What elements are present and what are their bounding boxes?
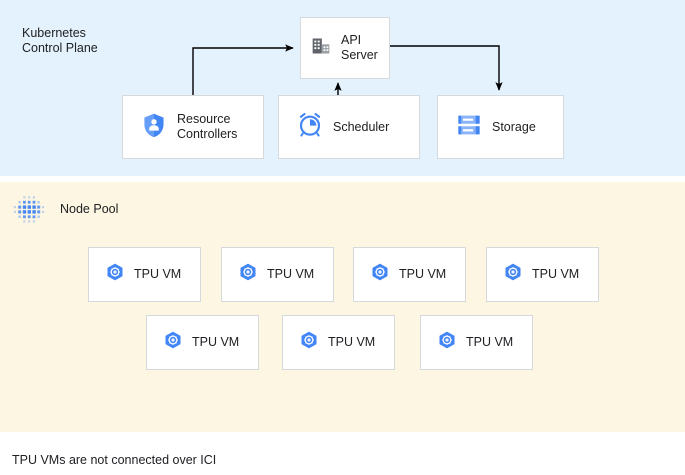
node-pool-panel bbox=[0, 182, 685, 432]
api-server-label: API Server bbox=[341, 33, 378, 62]
tpu-vm-label: TPU VM bbox=[192, 335, 240, 349]
tpu-vm-box[interactable]: TPU VM bbox=[221, 247, 334, 302]
tpu-vm-box[interactable]: TPU VM bbox=[353, 247, 466, 302]
tpu-vm-box[interactable]: TPU VM bbox=[282, 315, 395, 370]
alarm-clock-icon bbox=[297, 112, 323, 143]
tpu-vm-label: TPU VM bbox=[399, 267, 447, 281]
tpu-hexagon-icon bbox=[370, 262, 390, 287]
dot-cluster-icon bbox=[11, 193, 47, 229]
control-plane-title: Kubernetes Control Plane bbox=[22, 26, 98, 55]
scheduler-box[interactable]: Scheduler bbox=[278, 95, 420, 159]
tpu-hexagon-icon bbox=[163, 330, 183, 355]
tpu-vm-label: TPU VM bbox=[267, 267, 315, 281]
server-rack-icon bbox=[456, 112, 482, 143]
tpu-vm-box[interactable]: TPU VM bbox=[486, 247, 599, 302]
api-server-box[interactable]: API Server bbox=[300, 17, 390, 79]
tpu-vm-box[interactable]: TPU VM bbox=[146, 315, 259, 370]
tpu-vm-label: TPU VM bbox=[134, 267, 182, 281]
tpu-hexagon-icon bbox=[238, 262, 258, 287]
tpu-hexagon-icon bbox=[105, 262, 125, 287]
tpu-vm-label: TPU VM bbox=[328, 335, 376, 349]
building-icon bbox=[311, 36, 331, 61]
scheduler-label: Scheduler bbox=[333, 119, 390, 134]
tpu-hexagon-icon bbox=[299, 330, 319, 355]
resource-controllers-label: Resource Controllers bbox=[177, 112, 238, 141]
footnote-text: TPU VMs are not connected over ICI bbox=[12, 453, 217, 467]
resource-controllers-box[interactable]: Resource Controllers bbox=[122, 95, 264, 159]
tpu-vm-box[interactable]: TPU VM bbox=[88, 247, 201, 302]
shield-person-icon bbox=[141, 112, 167, 143]
tpu-vm-label: TPU VM bbox=[532, 267, 580, 281]
node-pool-title: Node Pool bbox=[60, 202, 119, 216]
tpu-vm-label: TPU VM bbox=[466, 335, 514, 349]
tpu-vm-box[interactable]: TPU VM bbox=[420, 315, 533, 370]
tpu-hexagon-icon bbox=[437, 330, 457, 355]
storage-box[interactable]: Storage bbox=[437, 95, 564, 159]
tpu-hexagon-icon bbox=[503, 262, 523, 287]
storage-label: Storage bbox=[492, 119, 536, 134]
